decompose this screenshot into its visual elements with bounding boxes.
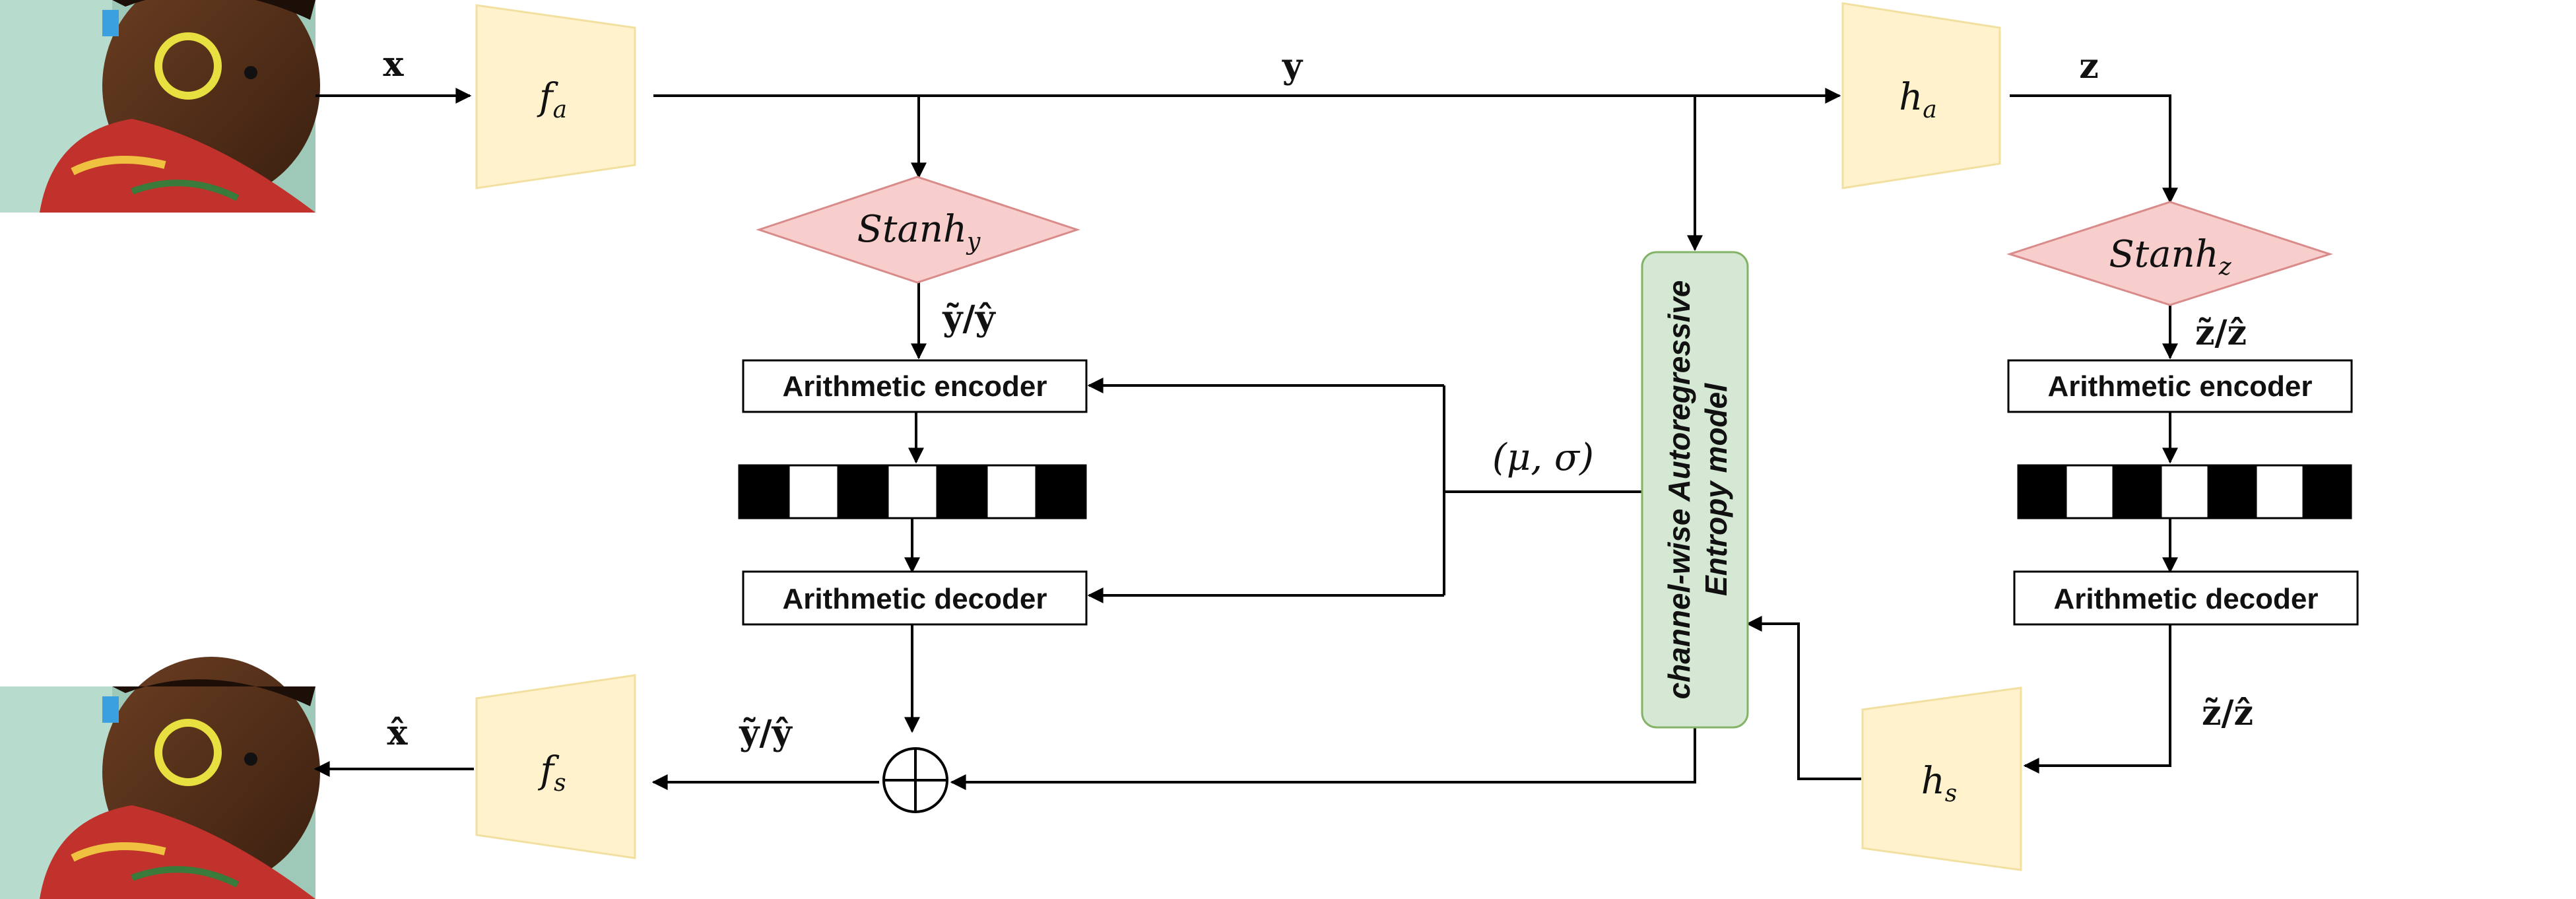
hs-transform: [1861, 686, 2022, 871]
ha-transform: [1841, 2, 2001, 189]
left-decoder-label: Arithmetic decoder: [783, 583, 1047, 615]
entropy-model-box: [1641, 251, 1749, 729]
connectors: [314, 88, 2178, 790]
label-mu-sigma: (μ, σ): [1492, 436, 1594, 479]
label-y-tilde-hat-bottom: ỹ/ŷ: [739, 713, 793, 753]
label-z-tilde-hat-top: z̃/ẑ: [2195, 313, 2247, 353]
label-z: z: [2079, 46, 2099, 86]
arrow-z-to-stanh-z: [2010, 94, 2178, 204]
ha-label: ha: [1899, 76, 1937, 123]
arrow-entropy-to-sum: [950, 727, 1696, 790]
label-x-hat: x̂: [387, 713, 408, 753]
entropy-model-line2: Entropy model: [1699, 383, 1733, 596]
left-encoder-label: Arithmetic encoder: [783, 370, 1047, 403]
fs-transform: [475, 674, 636, 859]
right-encoder-label: Arithmetic encoder: [2048, 370, 2313, 403]
label-x: x: [383, 44, 404, 84]
stanh-y-label: Stanhy: [857, 208, 981, 255]
hs-label: hs: [1921, 760, 1958, 807]
label-y-tilde-hat-top: ỹ/ŷ: [942, 298, 996, 339]
left-arithmetic-decoder-box: [742, 570, 1088, 626]
left-arithmetic-encoder-box: [742, 359, 1088, 413]
sum-node: [882, 747, 948, 813]
right-arithmetic-encoder-box: [2007, 359, 2353, 413]
right-decoder-label: Arithmetic decoder: [2054, 583, 2319, 615]
left-bitstream: [738, 464, 1087, 519]
output-image: [0, 657, 320, 899]
arrow-hs-to-entropy: [1746, 616, 1861, 780]
label-z-tilde-hat-right: z̃/ẑ: [2202, 693, 2253, 733]
entropy-model-label: channel-wise Autoregressive Entropy mode…: [1662, 281, 1733, 700]
right-bitstream: [2017, 464, 2352, 519]
label-y: y: [1282, 46, 1304, 86]
stanh-z-label: Stanhz: [2109, 233, 2231, 281]
arrow-decoder-to-hs: [2023, 624, 2171, 774]
right-arithmetic-decoder-box: [2013, 570, 2359, 626]
input-image: [0, 0, 320, 213]
entropy-model-line1: channel-wise Autoregressive: [1662, 281, 1696, 700]
stanh-z-quantizer: [2006, 201, 2333, 306]
stanh-y-quantizer: [756, 176, 1080, 284]
fa-transform: [475, 4, 636, 189]
